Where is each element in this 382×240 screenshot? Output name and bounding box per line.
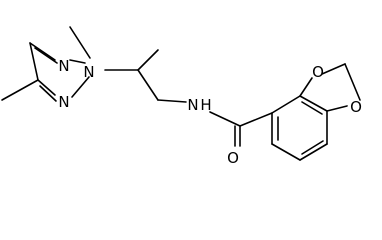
bond bbox=[301, 140, 324, 155]
amide-group bbox=[209, 111, 273, 147]
molecule-structure: N N N N H O O O bbox=[1, 26, 362, 167]
carbonyl-o-label: O bbox=[227, 149, 239, 167]
amide-n-label: N bbox=[187, 96, 198, 114]
bond bbox=[321, 63, 346, 75]
bond bbox=[299, 143, 328, 161]
bond bbox=[299, 77, 313, 97]
bond bbox=[39, 85, 57, 102]
bond bbox=[239, 112, 273, 127]
amide-h-label: H bbox=[200, 96, 211, 114]
bond bbox=[157, 99, 187, 103]
bond bbox=[1, 79, 39, 101]
bond bbox=[271, 143, 301, 161]
triazole-ring bbox=[1, 26, 91, 102]
bond bbox=[29, 42, 39, 81]
benzene-ring bbox=[271, 95, 328, 161]
bond bbox=[344, 63, 361, 101]
dioxole-o-lower-label: O bbox=[350, 98, 362, 116]
bond bbox=[137, 69, 159, 101]
atom-n2-label: N bbox=[58, 93, 69, 111]
atom-n4-label: N bbox=[58, 57, 69, 75]
bond bbox=[29, 42, 56, 61]
bond bbox=[34, 47, 58, 64]
bond bbox=[137, 49, 159, 71]
bond bbox=[71, 76, 90, 98]
propyl-chain bbox=[104, 49, 187, 103]
bond bbox=[209, 111, 241, 127]
atom-n1-label: N bbox=[83, 63, 94, 81]
bond bbox=[271, 95, 301, 114]
bond bbox=[69, 59, 86, 64]
dioxole-o-upper-label: O bbox=[312, 63, 324, 81]
bond bbox=[37, 79, 56, 96]
bond bbox=[69, 26, 91, 59]
dioxole-ring bbox=[299, 63, 361, 112]
bond bbox=[326, 105, 348, 112]
bond bbox=[301, 101, 323, 115]
bond bbox=[299, 95, 328, 112]
